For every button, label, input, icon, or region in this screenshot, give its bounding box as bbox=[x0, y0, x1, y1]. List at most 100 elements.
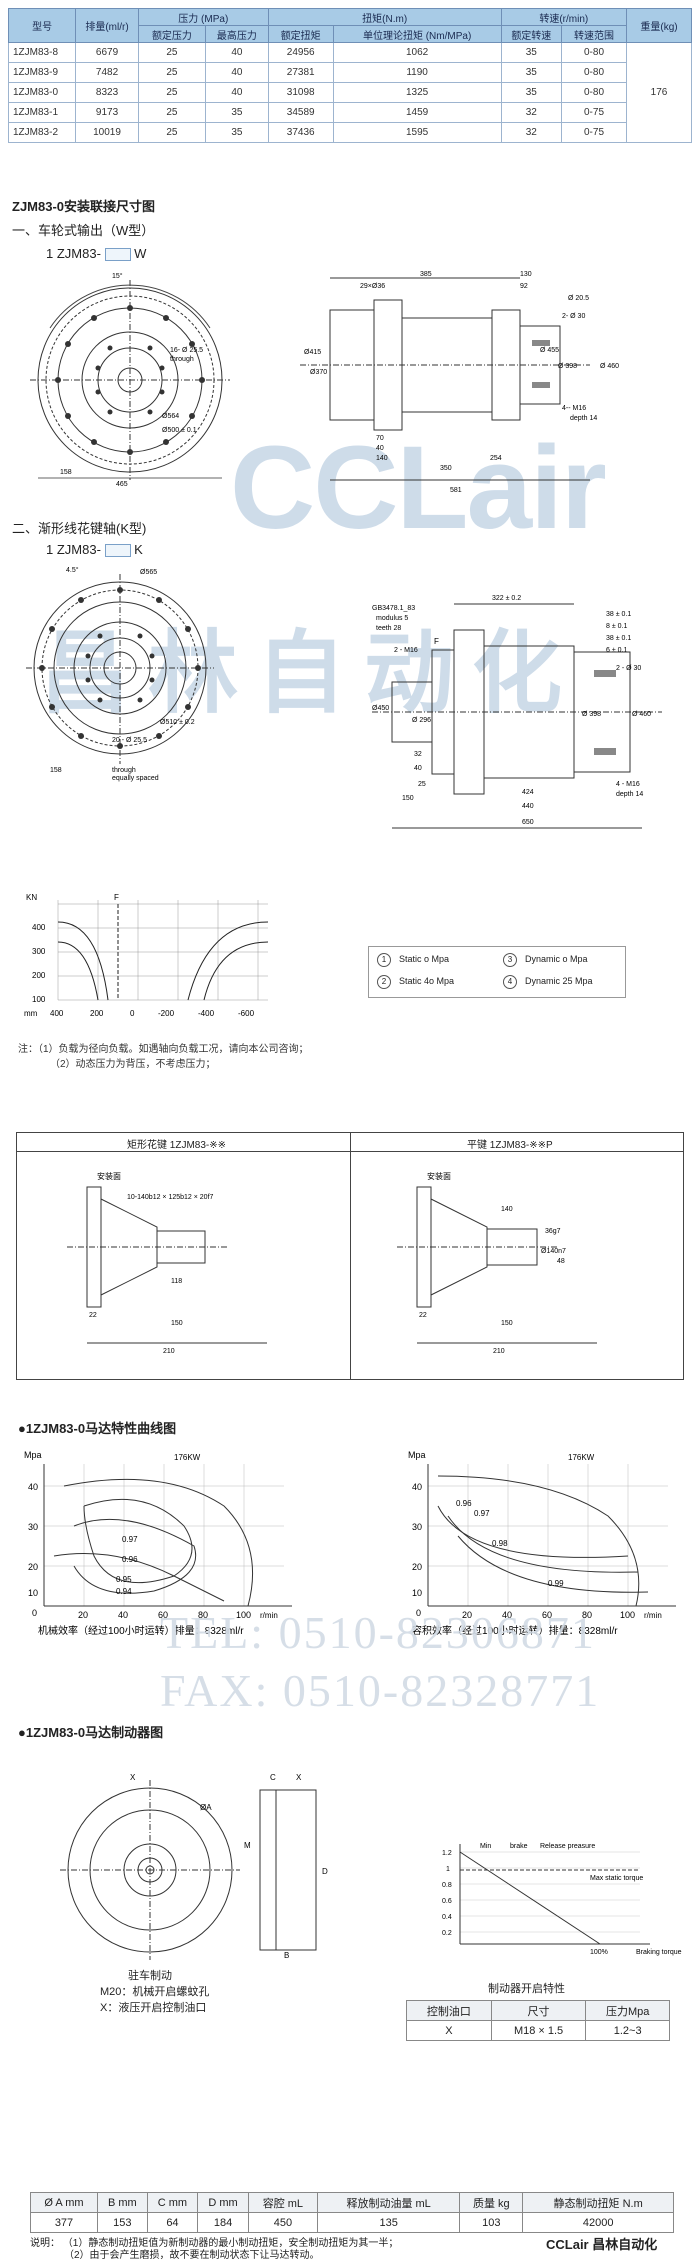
th-weight: 重量(kg) bbox=[625, 8, 693, 43]
table-row: 1ZJM83-0 8323 25 40 31098 1325 35 0-80 bbox=[7, 82, 692, 103]
lc-f: F bbox=[114, 893, 119, 902]
brake-title: ●1ZJM83-0马达制动器图 bbox=[18, 1725, 164, 1740]
install-title: ZJM83-0安装联接尺寸图 bbox=[12, 199, 156, 214]
bg-min: Min bbox=[480, 1843, 491, 1850]
kr-d7: 210 bbox=[493, 1348, 505, 1353]
ks-gb: GB3478.1_83 bbox=[372, 605, 415, 612]
bk-c: C bbox=[270, 1773, 276, 1782]
ks-d4: 38 ± 0.1 bbox=[606, 635, 631, 642]
th-rated-p: 额定压力 bbox=[137, 25, 207, 43]
table-row: 1ZJM83-1 9173 25 35 34589 1459 32 0-75 bbox=[7, 102, 692, 123]
cell-range-s: 0-80 bbox=[561, 82, 627, 103]
w-d2: Ø500 ± 0.1 bbox=[162, 427, 197, 434]
dim-c7: 42000 bbox=[522, 2212, 674, 2233]
dim-h7: 静态制动扭矩 N.m bbox=[522, 2192, 674, 2213]
ws-d18: 581 bbox=[450, 487, 462, 494]
k-d3: 20 - Ø 25.5 bbox=[112, 737, 147, 744]
w-d3: 158 bbox=[60, 469, 72, 476]
cell-rated-p: 25 bbox=[137, 82, 207, 103]
cell-disp: 6679 bbox=[75, 42, 139, 63]
legend-num: 4 bbox=[503, 975, 517, 989]
cell-rated-p: 25 bbox=[137, 102, 207, 123]
kr-face: 安装面 bbox=[427, 1171, 451, 1181]
cell-range-s: 0-75 bbox=[561, 102, 627, 123]
k-model-text: 1 ZJM83- bbox=[46, 542, 101, 557]
bg-y4: 0.4 bbox=[442, 1914, 452, 1921]
open-table: 控制油口 尺寸 压力Mpa X M18 × 1.5 1.2~3 bbox=[406, 2000, 670, 2041]
k-eq: equally spaced bbox=[112, 775, 159, 782]
cr-xunit: r/min bbox=[644, 1611, 662, 1620]
watermark-cn: 昌林自动化 bbox=[40, 624, 580, 724]
cell-range-s: 0-80 bbox=[561, 62, 627, 83]
w-angle: 15° bbox=[112, 272, 123, 280]
table-row: X M18 × 1.5 1.2~3 bbox=[406, 2020, 670, 2041]
open-title: 制动器开启特性 bbox=[488, 1983, 565, 1995]
cl-x4: 100 bbox=[236, 1610, 251, 1620]
ws-d14: 40 bbox=[376, 445, 384, 452]
bk-a: ØA bbox=[200, 1803, 212, 1812]
bg-max: Max static torque bbox=[590, 1875, 643, 1882]
cell-max-p: 40 bbox=[205, 82, 269, 103]
k-d1: Ø565 bbox=[140, 569, 157, 576]
legend-num: 3 bbox=[503, 953, 517, 967]
k-through: through bbox=[112, 767, 136, 774]
ks-d15: 424 bbox=[522, 789, 534, 796]
brake-dim-table: Ø A mm B mm C mm D mm 容腔 mL 释放制动油量 mL 质量… bbox=[30, 2192, 674, 2233]
load-chart: KN 400 300 200 100 mm 400 200 0 -200 -40… bbox=[24, 893, 269, 1018]
bg-y1: 1 bbox=[446, 1866, 450, 1873]
kr-d2: 36g7 bbox=[545, 1228, 561, 1235]
cl-y3: 10 bbox=[28, 1588, 38, 1598]
cr-x3: 80 bbox=[582, 1610, 592, 1620]
th-rated-s: 额定转速 bbox=[500, 25, 563, 43]
kr-d6: 150 bbox=[501, 1320, 513, 1327]
bg-y3: 0.6 bbox=[442, 1898, 452, 1905]
cr-y0: 40 bbox=[412, 1482, 422, 1492]
load-note-2: （2）动态压力为背压，不考虑压力； bbox=[50, 1059, 216, 1070]
ws-d13: 70 bbox=[376, 435, 384, 442]
bg-xlab: 100% bbox=[590, 1949, 608, 1956]
watermark-tel: TEL: 0510-82306871 bbox=[160, 1607, 596, 1658]
ws-d6: 4-- M16 bbox=[562, 405, 586, 412]
spec-table: 型号 排量(ml/r) 压力 (MPa) 扭矩(N.m) 转速(r/min) 重… bbox=[7, 8, 693, 143]
dim-c3: 184 bbox=[197, 2212, 249, 2233]
footer-note: 说明： （1）静态制动扭矩值为新制动器的最小制动扭矩，安全制动扭矩为其一半； bbox=[30, 2234, 398, 2249]
w-front-view: 15° 16- Ø 25.5 through Ø564 Ø500 ± 0.1 1… bbox=[30, 272, 230, 488]
legend-label: Static 4o Mpa bbox=[399, 976, 455, 986]
kl-d3: 150 bbox=[171, 1320, 183, 1327]
open-h0: 控制油口 bbox=[406, 2000, 492, 2021]
ws-d7: depth 14 bbox=[570, 415, 597, 422]
cell-unit-t: 1325 bbox=[332, 82, 502, 103]
cr-y4: 0 bbox=[416, 1608, 421, 1618]
open-c1: M18 × 1.5 bbox=[490, 2020, 587, 2041]
cl-y2: 20 bbox=[28, 1562, 38, 1572]
open-h2: 压力Mpa bbox=[585, 2000, 670, 2021]
lc-y3: 100 bbox=[32, 995, 46, 1004]
kr-d1: 140 bbox=[501, 1206, 513, 1213]
ws-d4: Ø 20.5 bbox=[568, 295, 589, 302]
watermark-logo: CCLair bbox=[230, 420, 607, 556]
cell-rated-t: 34589 bbox=[267, 102, 334, 123]
cl-e1: 0.96 bbox=[122, 1555, 138, 1564]
bk-x: X bbox=[130, 1773, 136, 1782]
brake-drawing: X C X ØA M D B bbox=[60, 1773, 328, 1960]
brake-graph: 1.2 1 0.8 0.6 0.4 0.2 Min brake Release … bbox=[442, 1843, 682, 1956]
open-c0: X bbox=[406, 2020, 492, 2041]
cl-kw: 176KW bbox=[174, 1453, 201, 1462]
lc-y0: 400 bbox=[32, 923, 46, 932]
ks-d10: Ø 296 bbox=[412, 717, 431, 724]
ks-d17: 650 bbox=[522, 819, 534, 826]
ws-d12: Ø370 bbox=[310, 369, 327, 376]
ws-d19: 29×Ø36 bbox=[360, 283, 385, 290]
bg-release: Release preasure bbox=[540, 1843, 595, 1850]
kr-d4: 48 bbox=[557, 1258, 565, 1265]
open-c2: 1.2~3 bbox=[585, 2020, 670, 2041]
open-h1: 尺寸 bbox=[490, 2000, 587, 2021]
cell-max-p: 40 bbox=[205, 42, 269, 63]
k-angle: 4.5° bbox=[66, 566, 79, 574]
cell-model: 1ZJM83-9 bbox=[7, 62, 77, 83]
th-pressure: 压力 (MPa) bbox=[137, 8, 269, 26]
ks-d7: 4 - M16 bbox=[616, 781, 640, 788]
